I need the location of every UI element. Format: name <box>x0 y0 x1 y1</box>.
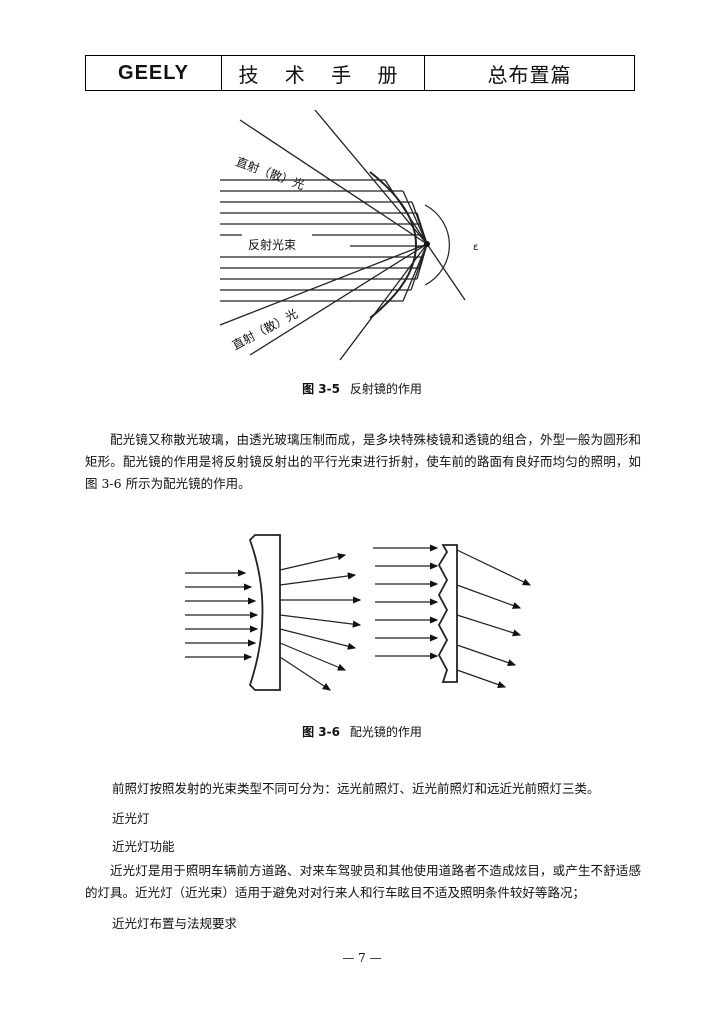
label-reflected-beam: 反射光束 <box>248 237 296 252</box>
paragraph-lens: 配光镜又称散光玻璃，由透光玻璃压制而成，是多块特殊棱镜和透镜的组合，外型一般为圆… <box>85 432 641 491</box>
figure-caption-3-6: 图 3-6 配光镜的作用 <box>0 723 724 740</box>
heading-low-beam-layout: 近光灯布置与法规要求 <box>112 916 238 931</box>
reflector-diagram: 反射光束 直射（散）光 直射（散）光 ε <box>219 110 478 361</box>
paragraph-low-beam: 近光灯是用于照明车辆前方道路、对来车驾驶员和其他使用道路者不造成炫目，或产生不舒… <box>85 863 641 900</box>
focus-point <box>424 241 430 247</box>
page-header: GEELY 技 术 手 册 总布置篇 <box>85 55 635 91</box>
caption-text: 反射镜的作用 <box>349 382 422 396</box>
focus-mark: ε <box>473 242 478 253</box>
caption-number: 图 3-5 <box>302 382 340 396</box>
headlamp-types-line: 前照灯按照发射的光束类型不同可分为：远光前照灯、近光前照灯和远近光前照灯三类。 <box>112 781 600 796</box>
figure-caption-3-5: 图 3-5 反射镜的作用 <box>0 380 724 397</box>
caption-number: 图 3-6 <box>302 725 340 739</box>
heading-low-beam: 近光灯 <box>112 811 150 826</box>
section-title: 总布置篇 <box>487 62 572 87</box>
label-direct-light-top: 直射（散）光 <box>234 154 307 193</box>
brand-label: GEELY <box>86 56 222 90</box>
page-number: — 7 — <box>342 951 382 965</box>
heading-low-beam-function: 近光灯功能 <box>112 839 175 854</box>
caption-text: 配光镜的作用 <box>349 725 422 739</box>
manual-title: 技 术 手 册 <box>222 56 425 90</box>
lens-diagram <box>185 534 532 691</box>
